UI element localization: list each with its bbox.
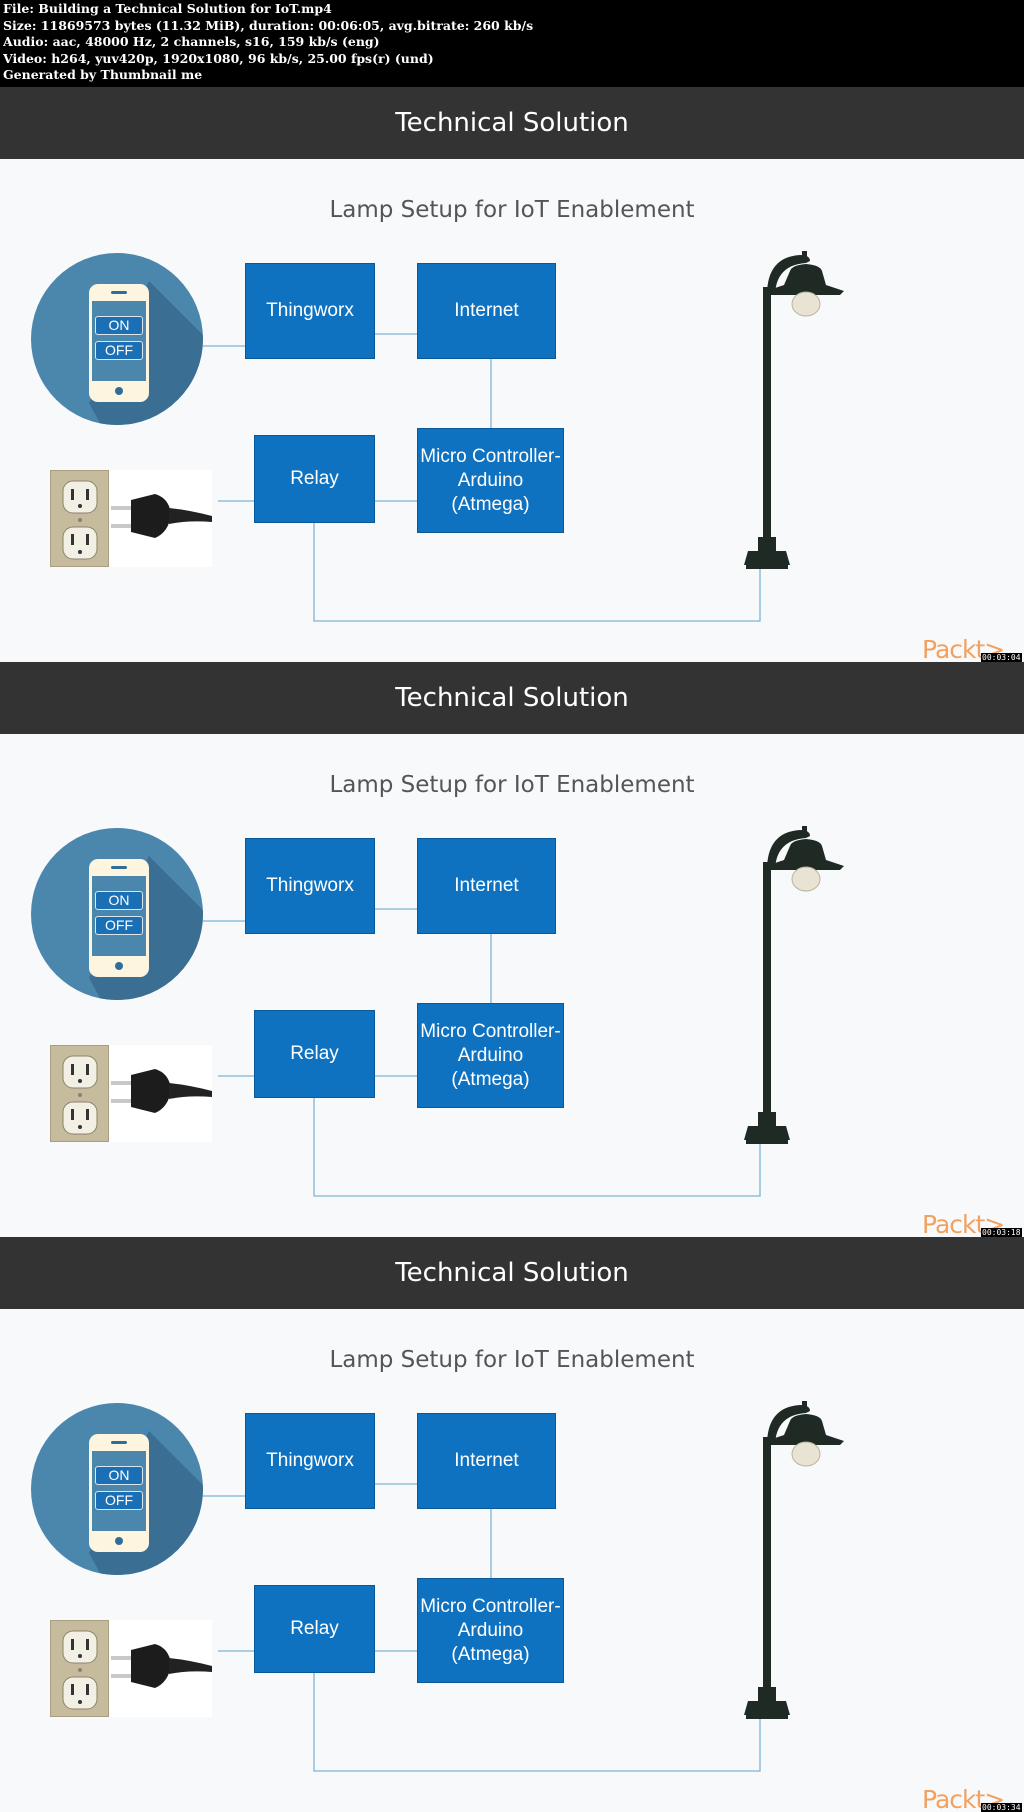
timestamp: 00:03:04 <box>981 653 1022 662</box>
slide-header: Technical Solution <box>0 87 1024 159</box>
thingworx-box: Thingworx <box>245 838 375 934</box>
connector-lines <box>203 333 761 622</box>
slide-header: Technical Solution <box>0 1237 1024 1309</box>
relay-box: Relay <box>254 435 375 523</box>
slide-title: Technical Solution <box>395 683 629 713</box>
off-toggle[interactable]: OFF <box>95 341 143 360</box>
microcontroller-box: Micro Controller- Arduino (Atmega) <box>417 1003 564 1108</box>
power-plug-icon <box>109 1045 212 1142</box>
file-info-line: Audio: aac, 48000 Hz, 2 channels, s16, 1… <box>3 34 380 50</box>
street-lamp-icon <box>744 826 844 1144</box>
file-info-line: File: Building a Technical Solution for … <box>3 1 332 16</box>
power-plug-icon <box>109 470 212 567</box>
connector-lines <box>203 908 761 1197</box>
smartphone-icon: ON OFF <box>89 859 149 977</box>
slide-subtitle: Lamp Setup for IoT Enablement <box>329 197 695 223</box>
video-frame[interactable]: Technical Solution Lamp Setup for IoT En… <box>0 1237 1024 1812</box>
video-frame[interactable]: Technical Solution Lamp Setup for IoT En… <box>0 662 1024 1237</box>
off-toggle[interactable]: OFF <box>95 916 143 935</box>
wall-outlet-icon <box>50 470 109 567</box>
thingworx-box: Thingworx <box>245 1413 375 1509</box>
on-toggle[interactable]: ON <box>95 316 143 335</box>
microcontroller-box: Micro Controller- Arduino (Atmega) <box>417 1578 564 1683</box>
file-info-line: Video: h264, yuv420p, 1920x1080, 96 kb/s… <box>3 50 434 66</box>
slide-title: Technical Solution <box>395 108 629 138</box>
internet-box: Internet <box>417 263 556 359</box>
timestamp: 00:03:34 <box>981 1803 1022 1812</box>
slide-subtitle: Lamp Setup for IoT Enablement <box>329 1347 695 1373</box>
relay-box: Relay <box>254 1585 375 1673</box>
file-info-line: Size: 11869573 bytes (11.32 MiB), durati… <box>3 17 534 33</box>
internet-box: Internet <box>417 1413 556 1509</box>
smartphone-icon: ON OFF <box>89 284 149 402</box>
power-plug-icon <box>109 1620 212 1717</box>
street-lamp-icon <box>744 251 844 569</box>
wall-outlet-icon <box>50 1620 109 1717</box>
internet-box: Internet <box>417 838 556 934</box>
slide-title: Technical Solution <box>395 1258 629 1288</box>
thingworx-box: Thingworx <box>245 263 375 359</box>
slide-header: Technical Solution <box>0 662 1024 734</box>
smartphone-icon: ON OFF <box>89 1434 149 1552</box>
on-toggle[interactable]: ON <box>95 1466 143 1485</box>
street-lamp-icon <box>744 1401 844 1719</box>
on-toggle[interactable]: ON <box>95 891 143 910</box>
file-info-line: Generated by Thumbnail me <box>3 67 203 83</box>
video-frame[interactable]: Technical Solution Lamp Setup for IoT En… <box>0 87 1024 662</box>
microcontroller-box: Micro Controller- Arduino (Atmega) <box>417 428 564 533</box>
relay-box: Relay <box>254 1010 375 1098</box>
file-info-panel: File: Building a Technical Solution for … <box>0 0 1024 86</box>
wall-outlet-icon <box>50 1045 109 1142</box>
connector-lines <box>203 1483 761 1772</box>
off-toggle[interactable]: OFF <box>95 1491 143 1510</box>
timestamp: 00:03:18 <box>981 1228 1022 1237</box>
slide-subtitle: Lamp Setup for IoT Enablement <box>329 772 695 798</box>
